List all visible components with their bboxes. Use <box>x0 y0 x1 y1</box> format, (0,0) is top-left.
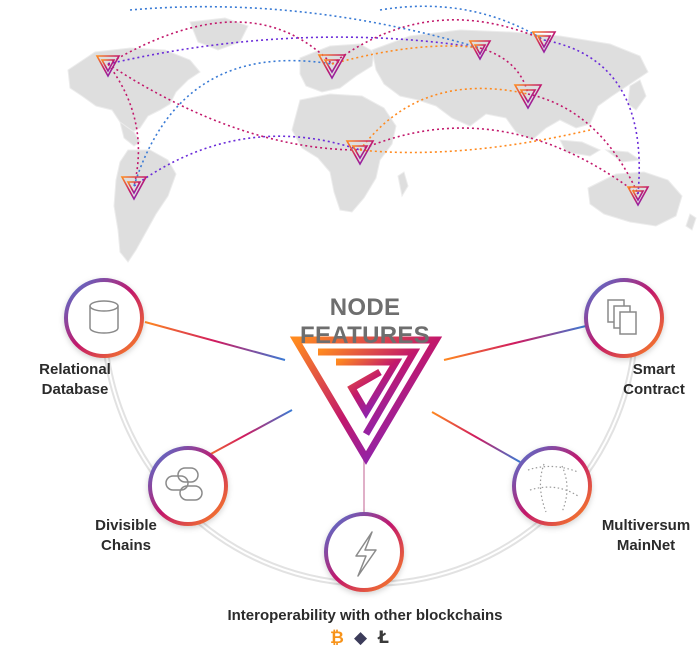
label-line: Relational <box>39 361 111 378</box>
database-icon <box>89 300 119 334</box>
node-marker <box>531 31 557 54</box>
ethereum-icon: ◆ <box>354 628 368 648</box>
label-line: Database <box>41 381 109 398</box>
label-line: Smart <box>632 361 676 378</box>
feature-circle-smart-contract[interactable] <box>584 278 664 358</box>
label-relational-database: Relational Database <box>20 360 130 400</box>
lightning-icon <box>355 531 377 577</box>
label-line: Chains <box>100 537 151 554</box>
feature-circle-divisible-chains[interactable] <box>148 446 228 526</box>
label-line: MainNet <box>616 537 676 554</box>
label-line: Interoperability with other blockchains <box>227 607 503 624</box>
feature-circle-interoperability[interactable] <box>324 512 404 592</box>
label-multiversum-mainnet: Multiversum MainNet <box>592 516 700 556</box>
feature-circle-multiversum-mainnet[interactable] <box>512 446 592 526</box>
map-node-markers <box>95 31 650 207</box>
feature-circle-relational-database[interactable] <box>64 278 144 358</box>
page-title: NODE FEATURES <box>300 294 430 349</box>
bitcoin-icon: ₿ <box>330 628 344 648</box>
globe-grid-icon <box>527 463 579 513</box>
node-marker <box>120 176 148 201</box>
node-marker <box>95 55 121 78</box>
label-line: Multiversum <box>601 517 691 534</box>
node-marker <box>345 140 375 166</box>
label-interoperability: Interoperability with other blockchains <box>190 606 540 626</box>
coin-icons: ₿ ◆ Ł <box>328 628 408 650</box>
connection-arcs <box>107 5 640 195</box>
label-line: Divisible <box>95 517 157 534</box>
world-map <box>67 17 697 263</box>
multiversum-logo <box>289 336 443 465</box>
documents-icon <box>607 299 637 335</box>
node-marker <box>513 84 543 110</box>
litecoin-icon: Ł <box>378 628 389 648</box>
node-marker <box>626 186 650 207</box>
node-marker <box>468 40 492 61</box>
chain-links-icon <box>165 467 203 501</box>
label-divisible-chains: Divisible Chains <box>76 516 176 556</box>
label-smart-contract: Smart Contract <box>612 360 696 400</box>
node-marker <box>317 54 347 80</box>
connector-lines <box>144 321 587 512</box>
label-line: Contract <box>623 381 685 398</box>
